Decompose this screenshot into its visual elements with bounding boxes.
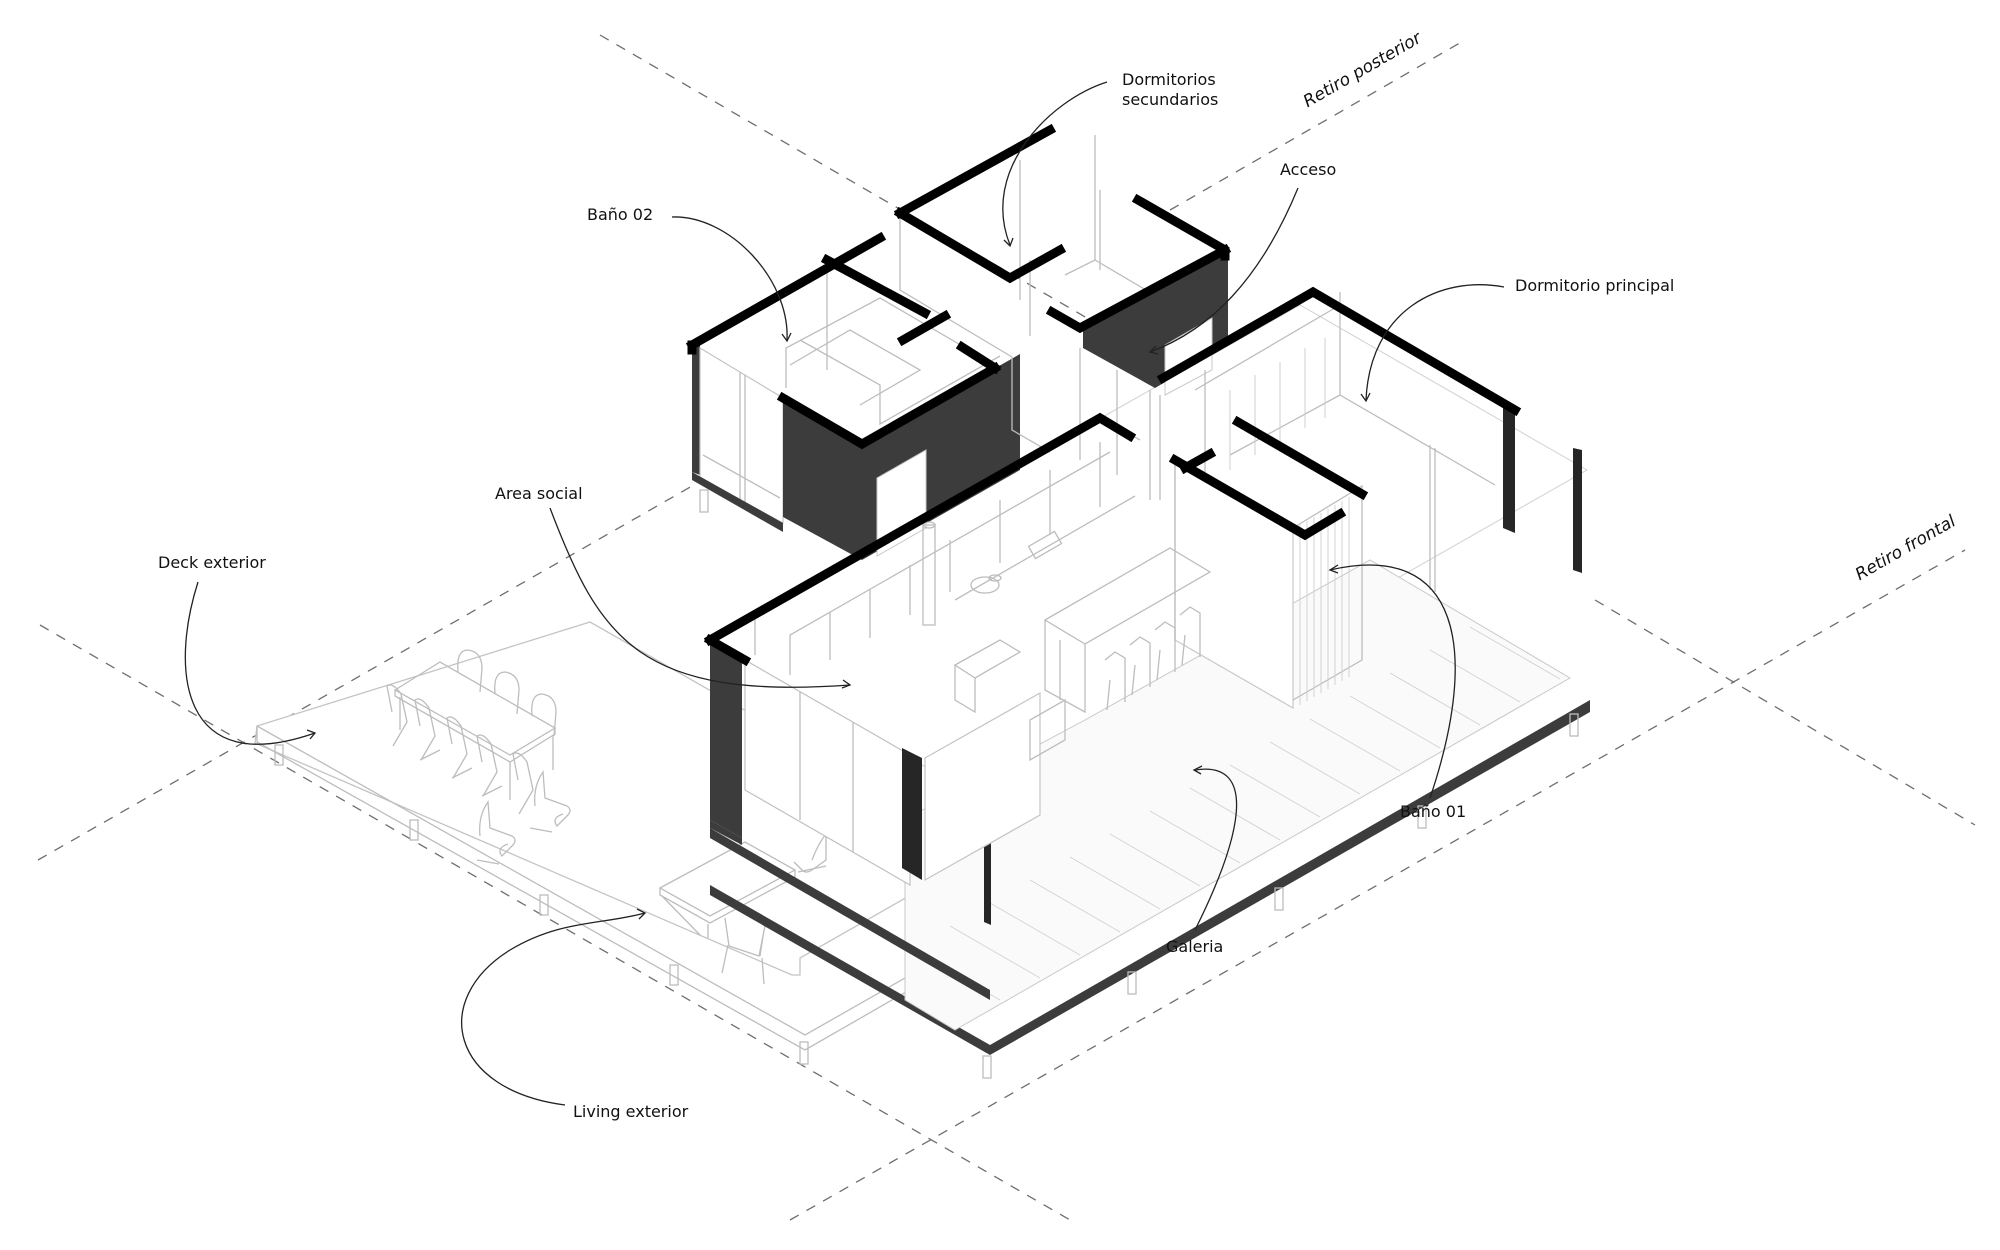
- leader-dormitorios-secundarios: [1002, 81, 1108, 246]
- bano-02-volume: [692, 260, 1020, 560]
- setback-line-rear: [1169, 39, 1466, 211]
- arrow-bano-01: [1328, 564, 1339, 574]
- label-area-social: Area social: [495, 484, 583, 503]
- galeria-deck-boards: [929, 626, 1561, 1001]
- label-dormitorio-principal: Dormitorio principal: [1515, 276, 1675, 295]
- leader-area-social: [549, 507, 851, 688]
- arrow-acceso: [1148, 345, 1159, 355]
- arrow-bano-02: [781, 332, 792, 343]
- label-acceso: Acceso: [1280, 160, 1337, 179]
- label-dormitorios-secundarios-line1: Dormitorios: [1122, 70, 1216, 89]
- arrow-living-exterior: [636, 908, 647, 920]
- setback-line-deck: [39, 624, 1071, 1221]
- leader-deck-exterior: [184, 581, 316, 745]
- label-deck-exterior: Deck exterior: [158, 553, 266, 572]
- label-galeria: Galeria: [1166, 937, 1224, 956]
- label-dormitorios-secundarios-line2: secundarios: [1122, 90, 1219, 109]
- arrow-galeria: [1192, 765, 1203, 775]
- leader-lines: [184, 81, 1505, 1106]
- label-living-exterior: Living exterior: [573, 1102, 689, 1121]
- leader-galeria: [1194, 768, 1238, 931]
- leader-acceso: [1149, 187, 1299, 353]
- arrow-dormitorios-secundarios: [1003, 237, 1014, 248]
- label-dormitorios-secundarios: Dormitorios secundarios: [1122, 70, 1218, 110]
- leader-dormitorio-principal: [1365, 284, 1505, 401]
- arrow-deck-exterior: [306, 729, 317, 740]
- slab-posts: [699, 489, 1579, 1079]
- setback-line-front: [789, 549, 1966, 1221]
- leader-living-exterior: [461, 912, 646, 1106]
- setback-line-right: [1594, 599, 1976, 826]
- setback-lines: [37, 34, 1976, 1221]
- arrow-dormitorio-principal: [1360, 392, 1371, 403]
- dormitorios-secundarios-volume: [899, 135, 1228, 500]
- label-bano-01: Baño 01: [1400, 802, 1467, 821]
- living-exterior-furniture: [476, 770, 827, 985]
- leader-bano-01: [1329, 564, 1456, 799]
- dining-table-set: [386, 649, 557, 815]
- label-bano-02: Baño 02: [587, 205, 654, 224]
- cut-walls: [685, 123, 1522, 667]
- floor-slab: [709, 304, 1590, 1055]
- leader-bano-02: [671, 216, 788, 341]
- arrow-area-social: [841, 679, 852, 689]
